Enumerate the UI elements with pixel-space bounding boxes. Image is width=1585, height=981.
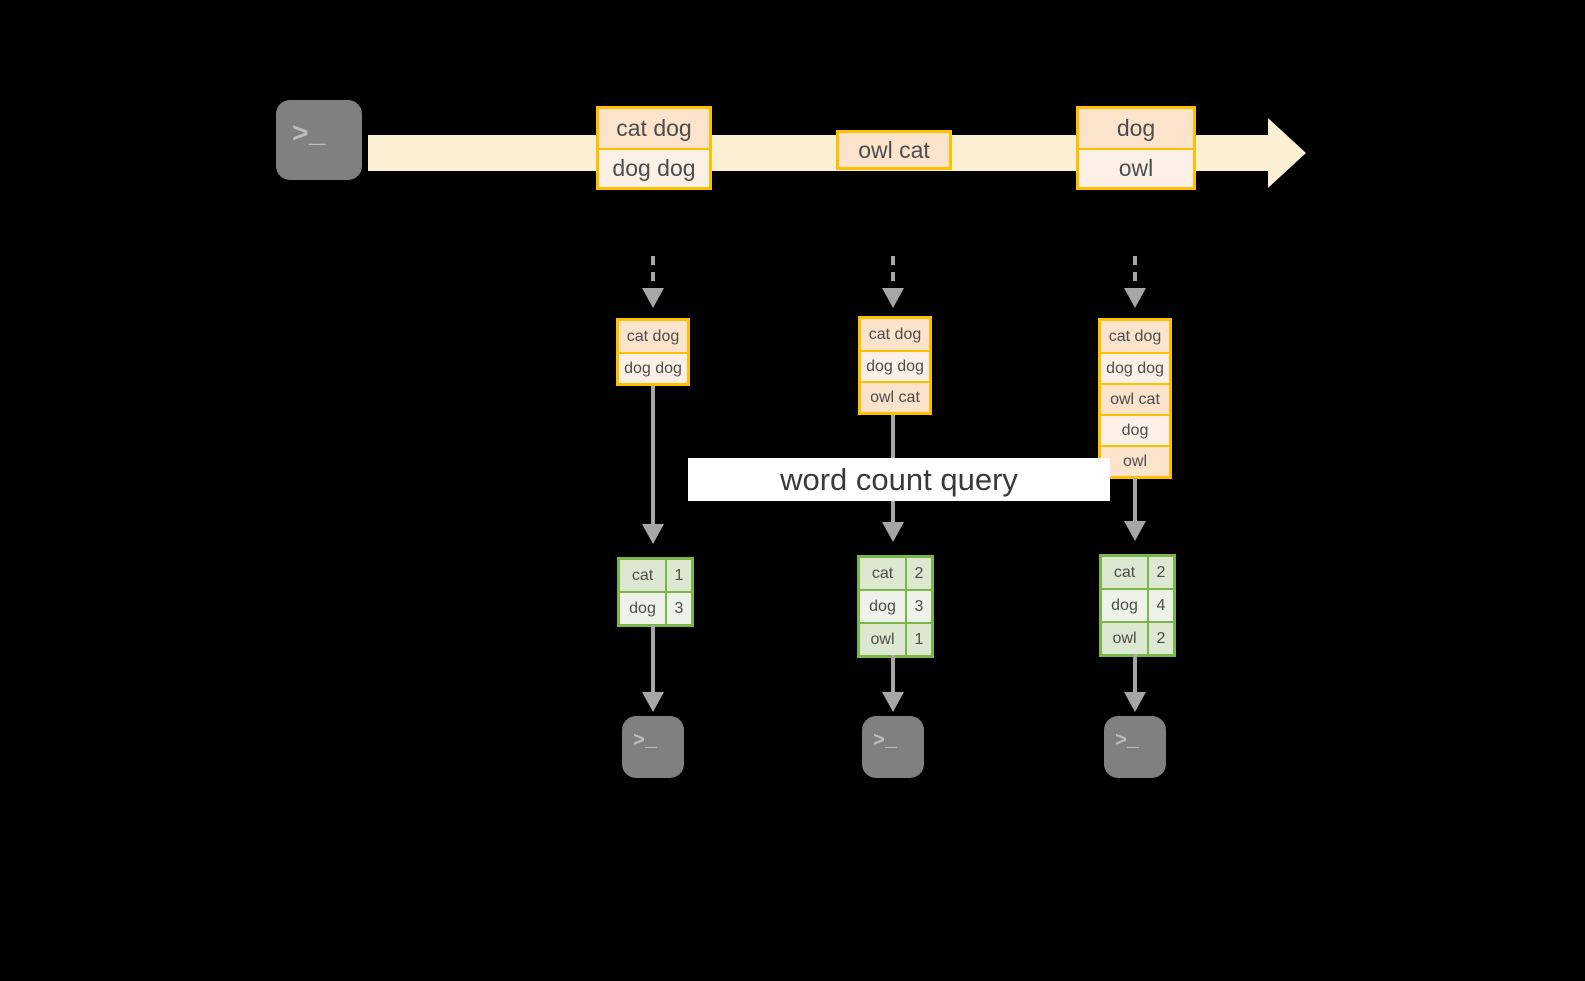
- stream-to-state-connector: [651, 256, 655, 290]
- source-terminal[interactable]: >_: [266, 90, 372, 190]
- result-word-cell: dog: [1102, 590, 1147, 621]
- state-to-result-connector: [1133, 478, 1137, 523]
- result-count-cell: 2: [1147, 557, 1173, 588]
- stream-event-group[interactable]: cat dog dog dog: [596, 106, 712, 190]
- result-word-cell: owl: [860, 624, 905, 655]
- query-label-banner: word count query: [688, 458, 1110, 501]
- result-row: owl 2: [1102, 621, 1173, 654]
- terminal-prompt-icon: >_: [873, 730, 898, 753]
- arrowhead-icon: [882, 288, 904, 308]
- result-word-cell: cat: [620, 560, 665, 591]
- state-table[interactable]: cat dog dog dog: [616, 318, 690, 386]
- result-to-sink-connector: [891, 655, 895, 695]
- state-row: cat dog: [861, 319, 929, 350]
- terminal-prompt-icon: >_: [633, 730, 658, 753]
- terminal-prompt-icon: >_: [1115, 730, 1140, 753]
- result-count-cell: 3: [665, 593, 691, 624]
- state-row: dog dog: [1101, 352, 1169, 383]
- state-table[interactable]: cat dog dog dog owl cat: [858, 316, 932, 415]
- result-count-cell: 4: [1147, 590, 1173, 621]
- result-count-cell: 1: [665, 560, 691, 591]
- stream-event-row: owl: [1079, 148, 1193, 187]
- event-stream-arrowhead: [1268, 118, 1306, 188]
- result-count-cell: 2: [905, 558, 931, 589]
- result-count-cell: 1: [905, 624, 931, 655]
- state-row: owl cat: [1101, 383, 1169, 414]
- arrowhead-icon: [642, 288, 664, 308]
- arrowhead-icon: [1124, 288, 1146, 308]
- result-table[interactable]: cat 2 dog 4 owl 2: [1099, 554, 1176, 657]
- terminal-prompt-icon: >_: [292, 120, 326, 151]
- result-row: dog 3: [860, 589, 931, 622]
- result-table[interactable]: cat 1 dog 3: [617, 557, 694, 627]
- sink-terminal[interactable]: >_: [612, 706, 694, 788]
- state-row: cat dog: [1101, 321, 1169, 352]
- result-row: dog 3: [620, 591, 691, 624]
- state-row: owl cat: [861, 381, 929, 412]
- result-word-cell: cat: [860, 558, 905, 589]
- stream-event-row: dog dog: [599, 148, 709, 187]
- result-word-cell: owl: [1102, 623, 1147, 654]
- state-row: cat dog: [619, 321, 687, 352]
- result-to-sink-connector: [651, 625, 655, 695]
- stream-to-state-connector: [1133, 256, 1137, 290]
- stream-event-group[interactable]: dog owl: [1076, 106, 1196, 190]
- state-row: owl: [1101, 445, 1169, 476]
- arrowhead-icon: [1124, 521, 1146, 541]
- arrowhead-icon: [882, 522, 904, 542]
- result-word-cell: dog: [620, 593, 665, 624]
- result-count-cell: 3: [905, 591, 931, 622]
- sink-terminal[interactable]: >_: [852, 706, 934, 788]
- arrowhead-icon: [642, 524, 664, 544]
- sink-terminal[interactable]: >_: [1094, 706, 1176, 788]
- stream-event-row: cat dog: [599, 109, 709, 148]
- result-row: owl 1: [860, 622, 931, 655]
- stream-event-group[interactable]: owl cat: [836, 130, 952, 170]
- result-row: dog 4: [1102, 588, 1173, 621]
- stream-to-state-connector: [891, 256, 895, 290]
- result-to-sink-connector: [1133, 654, 1137, 695]
- stream-event-row: owl cat: [839, 133, 949, 167]
- result-table[interactable]: cat 2 dog 3 owl 1: [857, 555, 934, 658]
- stream-event-row: dog: [1079, 109, 1193, 148]
- state-row: dog dog: [861, 350, 929, 381]
- arrowhead-icon: [642, 692, 664, 712]
- arrowhead-icon: [1124, 692, 1146, 712]
- result-word-cell: dog: [860, 591, 905, 622]
- result-count-cell: 2: [1147, 623, 1173, 654]
- state-row: dog: [1101, 414, 1169, 445]
- result-row: cat 2: [860, 558, 931, 589]
- state-table[interactable]: cat dog dog dog owl cat dog owl: [1098, 318, 1172, 479]
- arrowhead-icon: [882, 692, 904, 712]
- state-row: dog dog: [619, 352, 687, 383]
- result-word-cell: cat: [1102, 557, 1147, 588]
- state-to-result-connector: [651, 386, 655, 526]
- result-row: cat 2: [1102, 557, 1173, 588]
- result-row: cat 1: [620, 560, 691, 591]
